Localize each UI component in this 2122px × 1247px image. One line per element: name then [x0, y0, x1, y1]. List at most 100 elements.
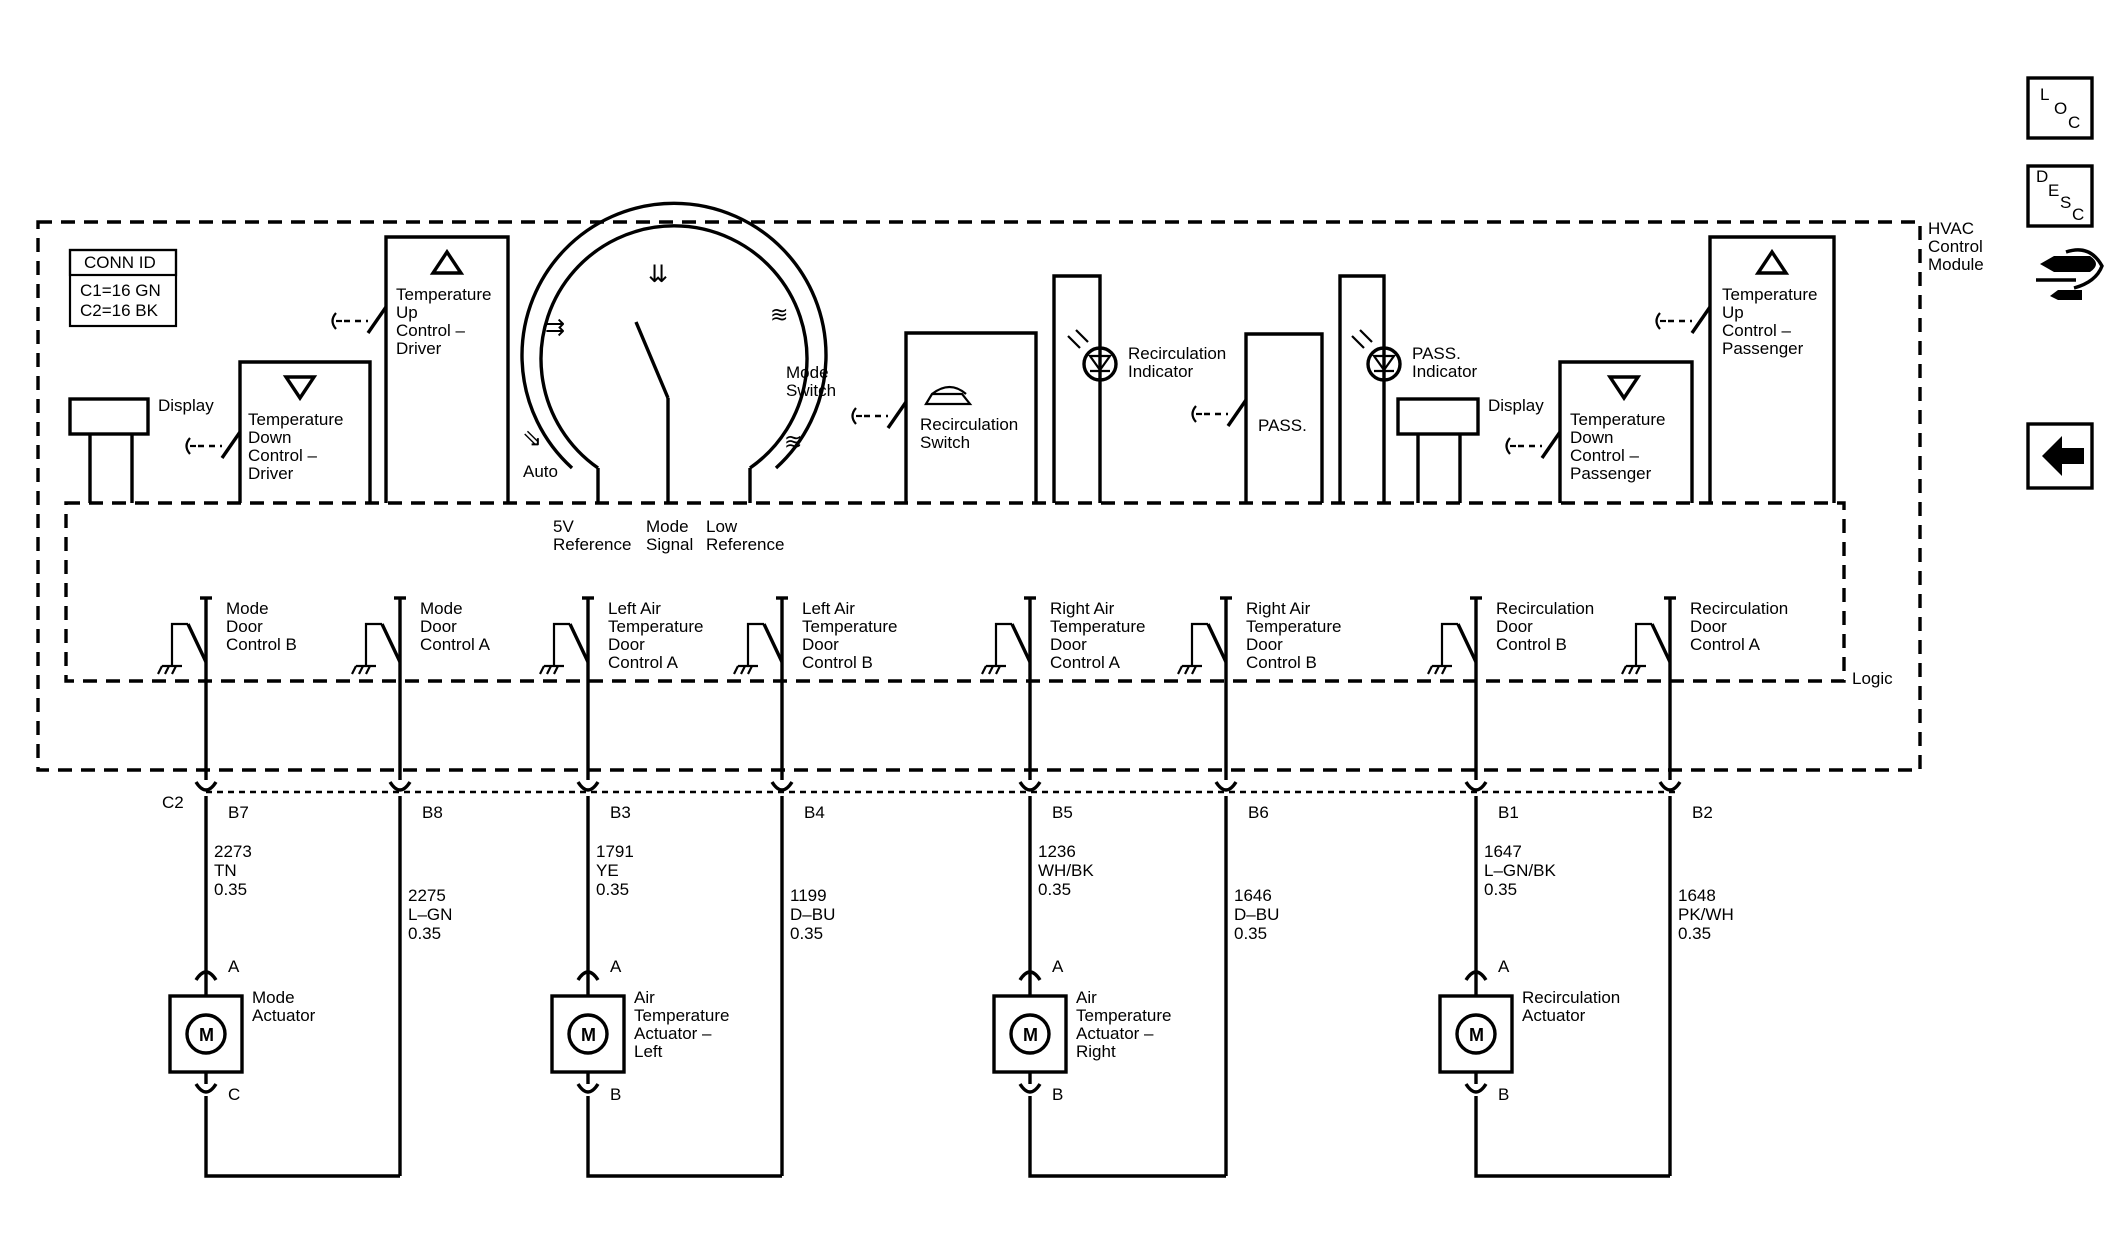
logic-switch-label: Door: [226, 617, 263, 636]
triangle-up-icon: [429, 248, 465, 275]
wire-label: 0.35: [790, 924, 823, 943]
temp-up-passenger-switch: Temperature Up Control – Passenger: [1655, 235, 1836, 503]
led-icon: [1366, 346, 1402, 382]
connector-pin-label: B1: [1498, 803, 1519, 822]
wire-label: 0.35: [214, 880, 247, 899]
back-arrow-icon: [2042, 436, 2084, 476]
motor-icon: M: [581, 1025, 596, 1045]
actuator-pin-label: B: [1052, 1085, 1063, 1104]
actuator-label: Actuator –: [1076, 1024, 1154, 1043]
wire-label: 2275: [408, 886, 446, 905]
wire-label: 1647: [1484, 842, 1522, 861]
actuator-label: Left: [634, 1042, 663, 1061]
svg-text:Reference: Reference: [706, 535, 784, 554]
svg-text:5V: 5V: [553, 517, 574, 536]
logic-switch-label: Right Air: [1050, 599, 1115, 618]
wire-label: 1236: [1038, 842, 1076, 861]
defrost-icon: ≋: [784, 429, 802, 454]
conn-id-line-1: C1=16 GN: [80, 281, 161, 300]
pass-switch: PASS.: [1191, 332, 1324, 503]
svg-text:L: L: [2040, 85, 2049, 104]
svg-text:Driver: Driver: [248, 464, 294, 483]
display-left: Display: [68, 396, 214, 503]
logic-switch-label: Right Air: [1246, 599, 1311, 618]
wire-label: 1791: [596, 842, 634, 861]
logic-switch-label: Control B: [226, 635, 297, 654]
wire-label: D–BU: [790, 905, 835, 924]
logic-switch-label: Control A: [608, 653, 679, 672]
connector-pin-label: B8: [422, 803, 443, 822]
svg-text:Switch: Switch: [786, 381, 836, 400]
actuator-label: Air: [634, 988, 655, 1007]
svg-text:O: O: [2054, 99, 2067, 118]
logic-label: Logic: [1852, 669, 1893, 688]
logic-switch-label: Door: [1496, 617, 1533, 636]
display-right-label: Display: [1488, 396, 1544, 415]
loc-button[interactable]: L O C: [2026, 76, 2094, 140]
back-button[interactable]: [2026, 422, 2094, 490]
wire-label: D–BU: [1234, 905, 1279, 924]
actuator-label: Recirculation: [1522, 988, 1620, 1007]
actuator-label: Actuator: [1522, 1006, 1586, 1025]
recirc-switch: Recirculation Switch: [851, 331, 1038, 503]
connector-pin-label: B5: [1052, 803, 1073, 822]
connector-pin-label: B4: [804, 803, 825, 822]
defrost-floor-icon: ≋: [770, 302, 788, 327]
logic-switch-label: Door: [802, 635, 839, 654]
wire-label: 0.35: [596, 880, 629, 899]
svg-text:D: D: [2036, 167, 2048, 186]
connector-pin-label: B2: [1692, 803, 1713, 822]
logic-switch-label: Temperature: [1050, 617, 1145, 636]
wire-label: WH/BK: [1038, 861, 1094, 880]
svg-text:C: C: [2068, 113, 2080, 132]
logic-switch-label: Control B: [1246, 653, 1317, 672]
actuator-pin-label: A: [610, 957, 622, 976]
module-title-line-3: Module: [1928, 255, 1984, 274]
svg-text:Mode: Mode: [786, 363, 829, 382]
connector-pin-label: B6: [1248, 803, 1269, 822]
logic-switch-label: Recirculation: [1690, 599, 1788, 618]
svg-text:Up: Up: [1722, 303, 1744, 322]
wire-label: L–GN/BK: [1484, 861, 1556, 880]
wire-label: 0.35: [1038, 880, 1071, 899]
actuator-label: Air: [1076, 988, 1097, 1007]
svg-text:Passenger: Passenger: [1570, 464, 1652, 483]
wire-label: 0.35: [408, 924, 441, 943]
connector-pin-b4: B4: [770, 781, 825, 822]
conn-id-box: CONN ID C1=16 GN C2=16 BK: [68, 248, 178, 328]
svg-text:Control –: Control –: [248, 446, 318, 465]
svg-text:Switch: Switch: [920, 433, 970, 452]
conn-id-line-2: C2=16 BK: [80, 301, 159, 320]
fan-face-icon: ⇉: [545, 314, 565, 341]
svg-text:Passenger: Passenger: [1722, 339, 1804, 358]
svg-text:Control –: Control –: [396, 321, 466, 340]
logic-switch-label: Control A: [1050, 653, 1121, 672]
svg-text:Low: Low: [706, 517, 738, 536]
svg-text:Indicator: Indicator: [1128, 362, 1194, 381]
logic-switch-label: Door: [1050, 635, 1087, 654]
motor-icon: M: [199, 1025, 214, 1045]
svg-text:Mode: Mode: [646, 517, 689, 536]
svg-text:Temperature: Temperature: [396, 285, 491, 304]
triangle-up-icon: [1754, 248, 1790, 275]
mode-switch: ⇉ ⇊ ≋ ≋ ⇘ Auto Mode Switch 5V Reference …: [520, 201, 836, 554]
connector-pin-b8: B8: [388, 781, 443, 822]
wire-label: TN: [214, 861, 237, 880]
connector-pin-label: B3: [610, 803, 631, 822]
actuator-pin-label: A: [228, 957, 240, 976]
temp-down-passenger-switch: Temperature Down Control – Passenger: [1505, 360, 1694, 503]
actuator-label: Actuator –: [634, 1024, 712, 1043]
logic-box: [64, 501, 1846, 683]
desc-button[interactable]: D E S C: [2026, 164, 2094, 228]
actuator-label: Actuator: [252, 1006, 316, 1025]
svg-text:Recirculation: Recirculation: [1128, 344, 1226, 363]
actuator-pin-label: A: [1052, 957, 1064, 976]
svg-text:Down: Down: [248, 428, 291, 447]
connector-nav-icon[interactable]: [2036, 248, 2104, 300]
temp-down-driver-switch: Temperature Down Control – Driver: [185, 360, 372, 503]
